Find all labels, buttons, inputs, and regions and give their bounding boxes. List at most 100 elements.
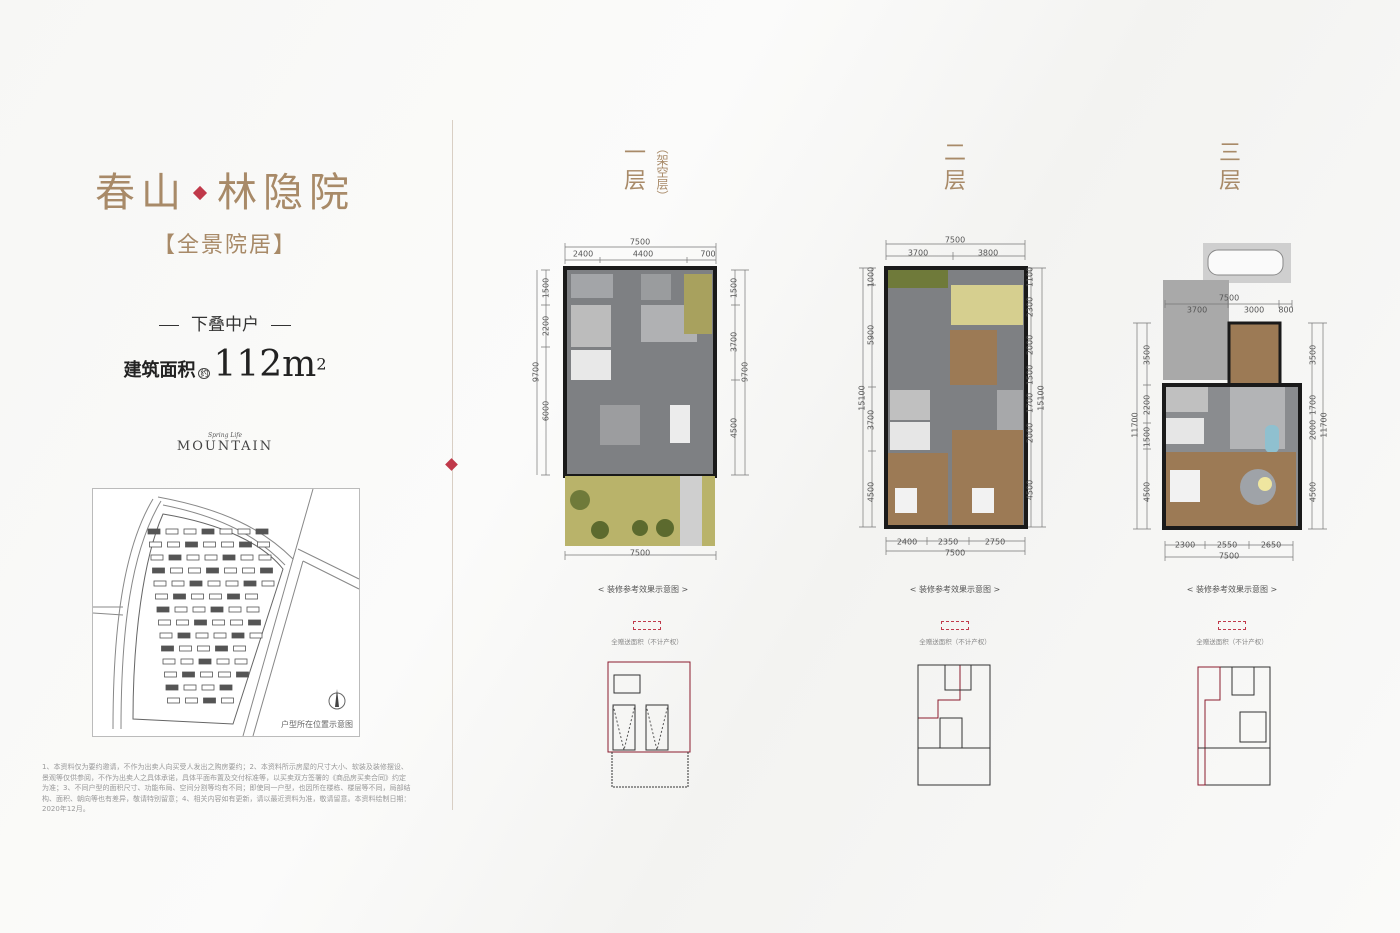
void xyxy=(571,350,611,380)
building-block xyxy=(222,554,236,561)
floor-2-caption: < 装修参考效果示意图 > xyxy=(909,585,1001,594)
building-block xyxy=(153,580,167,587)
gift-area-legend-icon xyxy=(941,621,969,630)
building-block xyxy=(179,645,192,652)
building-block xyxy=(177,632,191,639)
room xyxy=(571,274,613,298)
dimension-label: 9700 xyxy=(740,361,750,383)
floor-3-gift-plan xyxy=(1197,666,1271,786)
building-block xyxy=(150,554,164,561)
building-block xyxy=(203,697,216,704)
building-block xyxy=(198,658,212,665)
bedroom xyxy=(950,330,997,385)
building-block xyxy=(149,541,162,548)
building-block xyxy=(219,528,233,535)
floor-1-gift-label: 全赠送面积（不计产权） xyxy=(611,638,683,646)
stairs xyxy=(571,305,611,347)
dimension-label: 6000 xyxy=(541,400,551,422)
building-block xyxy=(195,632,209,639)
building-block xyxy=(201,684,215,691)
logo-main: MOUNTAIN xyxy=(176,439,274,454)
floor-layer: 层 xyxy=(1218,169,1241,194)
building-block xyxy=(219,684,233,691)
dimension-label: 700 xyxy=(700,249,716,259)
divider-dash xyxy=(271,324,291,326)
building-block xyxy=(213,632,227,639)
floor-number: 三 xyxy=(1218,141,1241,166)
building-block xyxy=(201,528,215,535)
dimension-label: 15100 xyxy=(857,385,867,411)
dimension-label: 5900 xyxy=(866,324,876,346)
building-block xyxy=(240,554,254,561)
floor-1-gift-plan xyxy=(607,661,691,788)
dimension-label: 3700 xyxy=(866,409,876,431)
dimension-label: 15100 xyxy=(1036,385,1046,411)
dimension-label: 1700 xyxy=(1025,392,1035,414)
dimension-lines xyxy=(536,243,749,560)
building-block xyxy=(230,619,243,626)
dimension-label: 7500 xyxy=(1218,293,1240,303)
building-block xyxy=(168,554,182,561)
building-block xyxy=(171,580,185,587)
building-block xyxy=(255,528,269,535)
dimension-label: 3700 xyxy=(729,331,739,353)
building-block xyxy=(215,645,228,652)
dimension-label: 3800 xyxy=(977,248,999,258)
title-part-2: 林隐院 xyxy=(217,170,355,216)
building-block xyxy=(204,554,218,561)
building-block xyxy=(165,528,179,535)
building-block xyxy=(221,541,234,548)
unit-type: 下叠中户 xyxy=(70,310,380,335)
building-block xyxy=(249,632,263,639)
dimension-label: 2400 xyxy=(896,537,918,547)
dimension-label: 2400 xyxy=(572,249,594,259)
building-block xyxy=(233,645,246,652)
building-block xyxy=(237,528,251,535)
dimension-label: 4400 xyxy=(632,249,654,259)
building-block xyxy=(186,554,200,561)
dimension-label: 1500 xyxy=(1142,426,1152,448)
dimension-lines xyxy=(1133,300,1327,561)
building-block xyxy=(207,580,221,587)
north-arrow-icon xyxy=(328,689,346,710)
dimension-label: 3700 xyxy=(907,248,929,258)
building-block xyxy=(167,697,180,704)
building-block xyxy=(170,567,183,574)
floor-1-title: 一层 xyxy=(620,140,650,196)
floor-3-title: 三层 xyxy=(1215,140,1245,196)
dimension-label: 3000 xyxy=(1243,305,1265,315)
building-block xyxy=(197,645,210,652)
dimension-label: 3500 xyxy=(1308,344,1318,366)
dimension-label: 7500 xyxy=(1218,551,1240,561)
building-block xyxy=(212,619,225,626)
dimension-label: 1500 xyxy=(1025,364,1035,386)
unit-type-label: 下叠中户 xyxy=(191,315,259,335)
dimension-label: 2300 xyxy=(1174,540,1196,550)
building-block xyxy=(147,528,161,535)
building-block xyxy=(155,593,168,600)
floor-number: 一 xyxy=(623,141,646,166)
room xyxy=(641,274,671,300)
dimension-label: 800 xyxy=(1278,305,1294,315)
building-block xyxy=(158,619,171,626)
garden-path xyxy=(680,476,702,546)
dimension-label: 2300 xyxy=(1025,296,1035,318)
site-location-map: 户型所在位置示意图 xyxy=(92,488,360,737)
planter xyxy=(888,270,948,288)
floor-1-caption: < 装修参考效果示意图 > xyxy=(597,585,689,594)
dimension-label: 4500 xyxy=(1025,479,1035,501)
building-block xyxy=(183,684,197,691)
building-block xyxy=(185,541,198,548)
gift-area-legend-icon xyxy=(1218,621,1246,630)
building-block xyxy=(209,593,222,600)
floor-2-gift-label: 全赠送面积（不计产权） xyxy=(919,638,991,646)
building-block xyxy=(173,593,186,600)
living-rug xyxy=(600,405,640,445)
building-block xyxy=(176,619,189,626)
car-icon xyxy=(1207,249,1284,276)
floor-layer: 层 xyxy=(623,169,646,194)
building-block xyxy=(189,580,203,587)
dimension-lines xyxy=(859,240,1046,555)
dimension-label: 3500 xyxy=(1142,344,1152,366)
building-block xyxy=(183,528,197,535)
